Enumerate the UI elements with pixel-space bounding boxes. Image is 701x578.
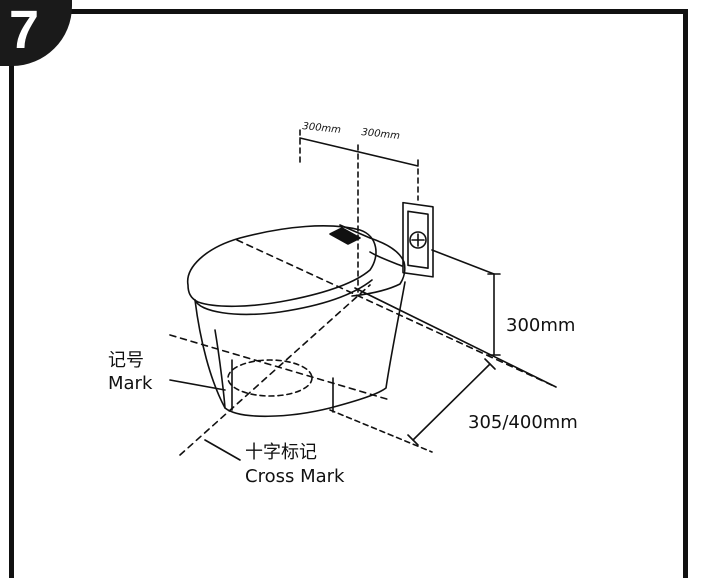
depth-dim-tick-top: [484, 358, 496, 370]
socket-face-icon: [409, 231, 427, 249]
depth-ref-line: [329, 409, 433, 453]
cross-mark-label-chinese: 十字标记: [245, 442, 317, 463]
mark-leader-line: [169, 379, 226, 391]
toilet-tank-top: [369, 251, 403, 267]
depth-dimension-line: [412, 363, 491, 441]
wall-distance-label: 305/400mm: [468, 412, 578, 433]
drain-ellipse: [227, 359, 313, 397]
control-button-icon: [329, 227, 361, 245]
height-dim-ref-top: [431, 249, 495, 275]
mark-label-chinese: 记号: [108, 350, 144, 371]
wall-socket-outline: [402, 201, 434, 278]
toilet-base-left: [214, 329, 226, 409]
wall-line-bottom: [354, 287, 557, 388]
cross-line-horizontal: [169, 334, 391, 401]
toilet-seat-rim: [194, 279, 373, 316]
toilet-body-outline: [194, 281, 406, 418]
offset-dimension-line: [299, 137, 419, 167]
wall-height-label: 300mm: [506, 315, 576, 336]
wall-socket-inner: [407, 210, 429, 269]
cross-mark-label-english: Cross Mark: [245, 466, 345, 487]
mark-label-english: Mark: [108, 373, 153, 394]
depth-dim-tick-bottom: [407, 434, 419, 446]
step-frame: [9, 9, 688, 578]
cross-line-diagonal: [179, 284, 371, 456]
cross-mark-leader-line: [204, 439, 241, 461]
toilet-lid: [186, 225, 377, 308]
wall-line-top: [236, 239, 557, 388]
